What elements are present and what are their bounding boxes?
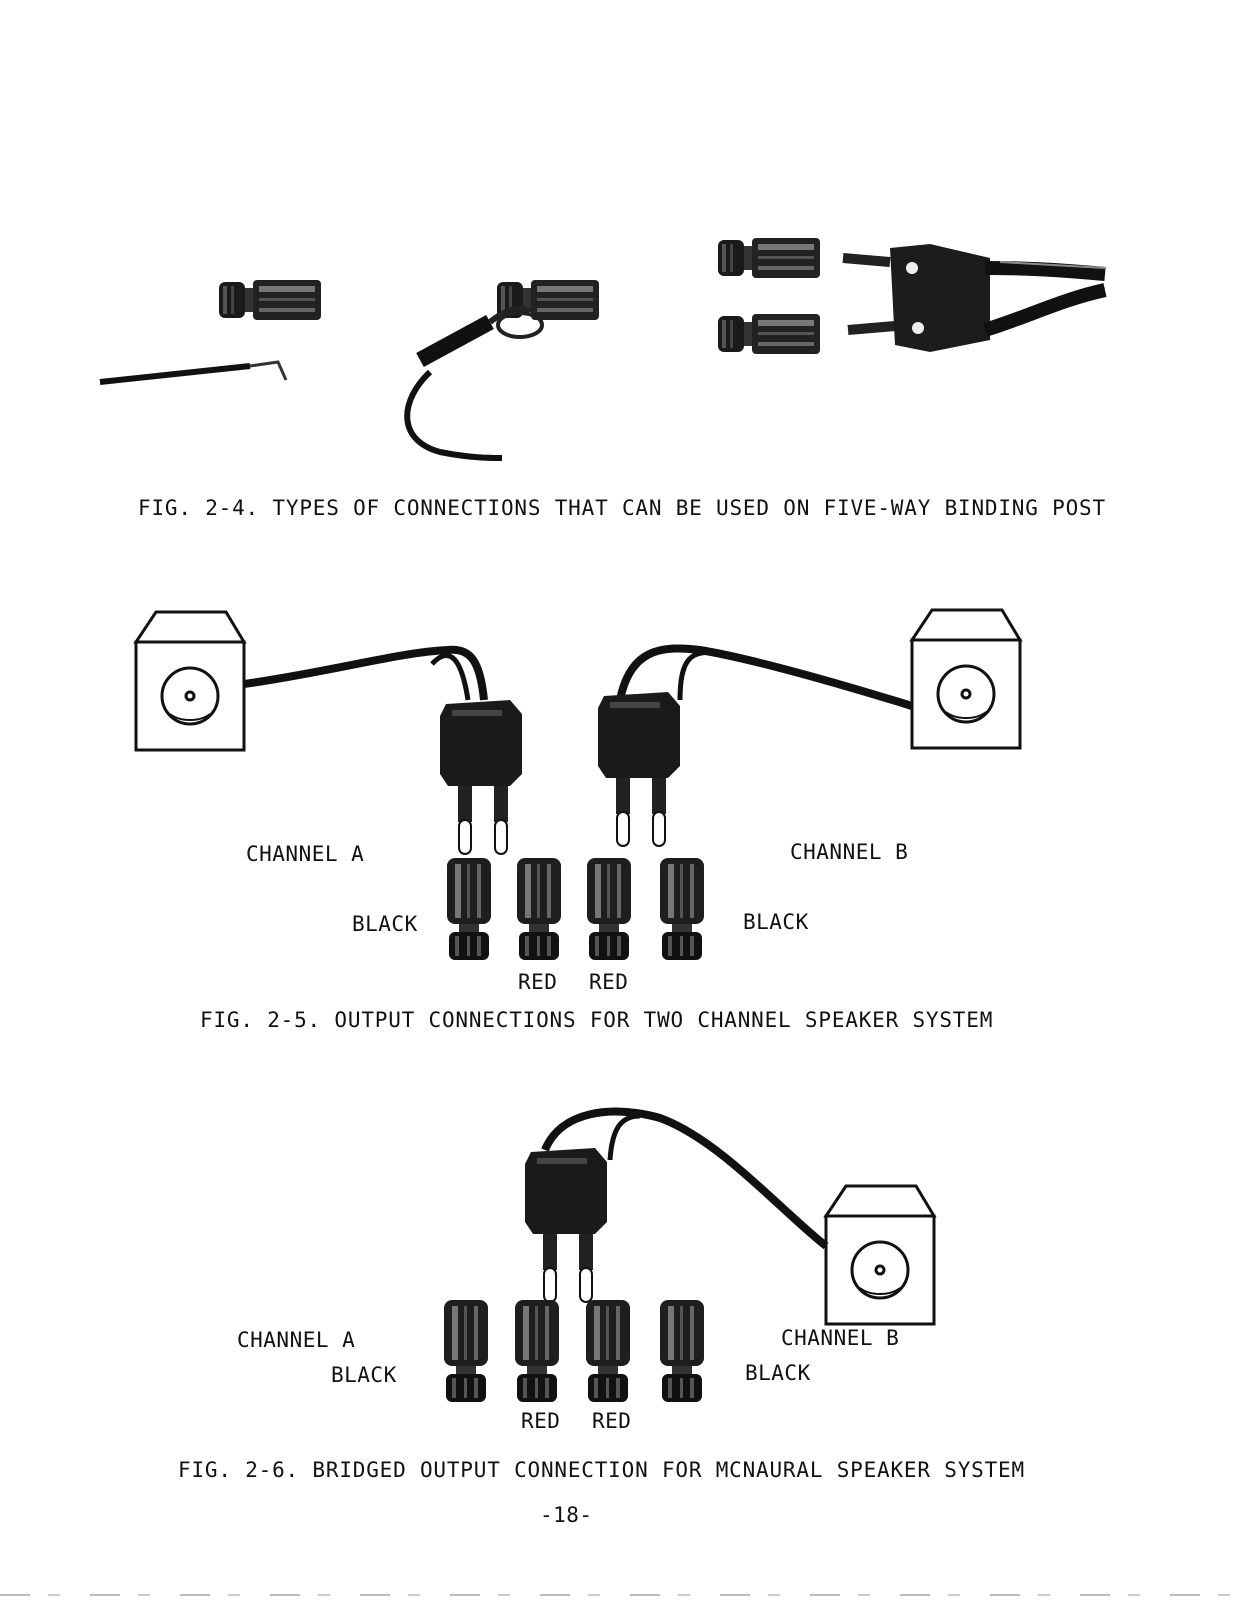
scan-artifact-line	[0, 1594, 1237, 1596]
spade-lug-connection	[404, 280, 599, 461]
fig-2-6-illustration	[444, 1107, 936, 1402]
banana-plug-connection	[718, 238, 1107, 354]
fig-2-6-channel-a-label: CHANNEL A	[237, 1328, 356, 1352]
fig-2-5-black-left-label: BLACK	[352, 912, 418, 936]
fig-2-6-black-left-label: BLACK	[331, 1363, 397, 1387]
speaker-mono	[524, 1107, 936, 1326]
fig-2-6-black-right-label: BLACK	[745, 1361, 811, 1385]
fig-2-4-illustration	[99, 238, 1107, 461]
speaker-left	[134, 610, 523, 855]
fig-2-6-red-left-label: RED	[521, 1409, 561, 1433]
bare-wire-connection	[99, 280, 321, 385]
speaker-right	[597, 608, 1022, 847]
fig-2-6-caption: FIG. 2-6. BRIDGED OUTPUT CONNECTION FOR …	[178, 1458, 1025, 1482]
fig-2-5-illustration	[134, 608, 1022, 960]
page-number: -18-	[540, 1503, 593, 1527]
binding-posts-fig-2-6	[444, 1300, 704, 1402]
fig-2-5-black-right-label: BLACK	[743, 910, 809, 934]
fig-2-5-caption: FIG. 2-5. OUTPUT CONNECTIONS FOR TWO CHA…	[200, 1008, 994, 1032]
fig-2-5-channel-a-label: CHANNEL A	[246, 842, 365, 866]
fig-2-4-caption: FIG. 2-4. TYPES OF CONNECTIONS THAT CAN …	[138, 496, 1106, 520]
fig-2-6-channel-b-label: CHANNEL B	[781, 1326, 900, 1350]
fig-2-6-red-right-label: RED	[592, 1409, 632, 1433]
fig-2-5-red-right-label: RED	[589, 970, 629, 994]
fig-2-5-channel-b-label: CHANNEL B	[790, 840, 909, 864]
fig-2-5-red-left-label: RED	[518, 970, 558, 994]
